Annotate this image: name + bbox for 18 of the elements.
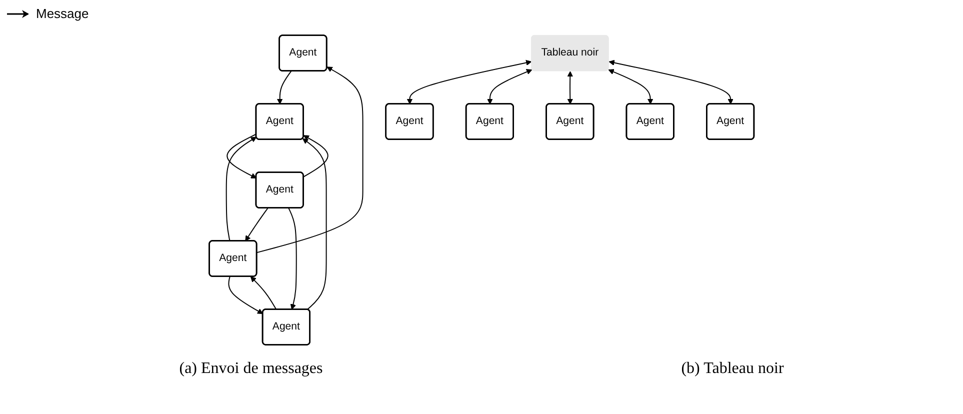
arrow: [302, 135, 328, 178]
arrow: [486, 69, 532, 104]
figure-caption: (a) Envoi de messages: [179, 360, 323, 378]
arrow: [302, 138, 327, 310]
arrow: [228, 276, 264, 314]
arrow: [567, 71, 573, 104]
arrow: [276, 70, 292, 104]
arrow: [608, 69, 654, 104]
legend-label: Message: [36, 6, 89, 21]
arrow: [250, 276, 277, 310]
figure-caption: (b) Tableau noir: [681, 360, 784, 378]
arrow: [406, 60, 532, 104]
arrow: [256, 66, 364, 254]
arrow: [226, 134, 257, 178]
arrow: [226, 136, 256, 242]
arrow: [608, 60, 734, 104]
arrow: [244, 208, 268, 242]
arrow: [288, 208, 297, 310]
